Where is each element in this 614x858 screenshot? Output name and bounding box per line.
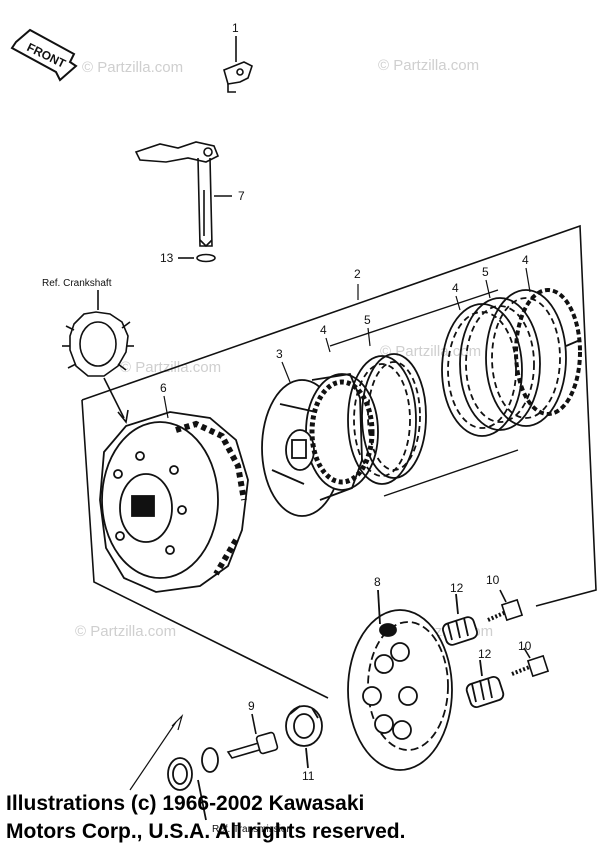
callout-numbers: 1 7 13 2 3 4 5 4 5 4 6 8 12 10 12 10 9 1… [160,21,532,783]
callout-2: 2 [354,267,361,281]
part-10-spring-bolts [487,589,550,678]
crankshaft-gear [62,290,134,424]
callout-5: 5 [364,313,371,327]
ref-crankshaft-label: Ref. Crankshaft [42,278,112,289]
callout-3: 3 [276,347,283,361]
part-7-release-lever [134,141,232,248]
copyright-line-2: Motors Corp., U.S.A. All rights reserved… [6,820,406,843]
callout-7: 7 [238,189,245,203]
callout-8: 8 [374,575,381,589]
callout-4: 4 [452,281,459,295]
callout-12: 12 [450,581,464,595]
ref-transmission-label: Ref. Transmission [212,824,292,835]
watermark: © Partzilla.com [82,59,183,76]
part-11-bearing [285,705,323,769]
callout-10: 10 [518,639,532,653]
part-13-o-ring [178,253,216,263]
part-6-clutch-housing [99,411,249,593]
callout-1: 1 [232,21,239,35]
callout-10: 10 [486,573,500,587]
callout-5: 5 [482,265,489,279]
callout-12: 12 [478,647,492,661]
plate-alignment-lines [329,289,519,497]
callout-4: 4 [522,253,529,267]
assembly-outline [81,224,597,699]
transmission-ref-washers [129,713,219,821]
watermark: © Partzilla.com [75,623,176,640]
watermark: © Partzilla.com [378,57,479,74]
callout-9: 9 [248,699,255,713]
clutch-plate-stack-right [441,288,582,437]
callout-11: 11 [302,769,315,783]
clutch-plate-stack-left [347,353,427,485]
callout-6: 6 [160,381,167,395]
part-3-clutch-hub [261,373,379,517]
part-1-bracket [223,36,253,93]
callout-leaders [163,267,531,419]
watermark: © Partzilla.com [120,359,221,376]
front-arrow-icon: FRONT [10,28,78,82]
watermark: © Partzilla.com [380,343,481,360]
callout-13: 13 [160,251,174,265]
part-8-pressure-plate [347,589,453,771]
part-12-clutch-springs [442,593,505,709]
part-9-push-rod [226,713,279,759]
copyright-line-1: Illustrations (c) 1966-2002 Kawasaki [6,792,365,815]
callout-4: 4 [320,323,327,337]
